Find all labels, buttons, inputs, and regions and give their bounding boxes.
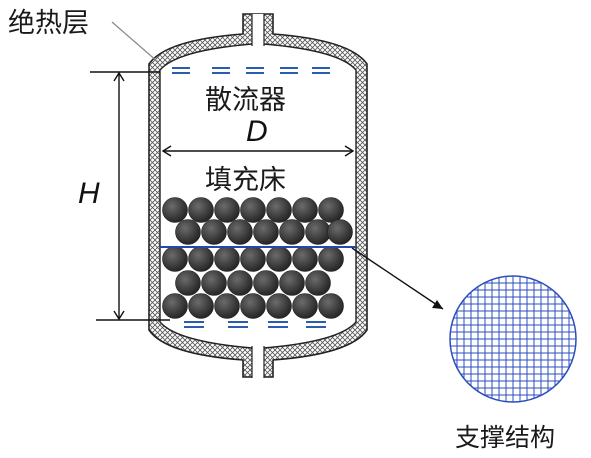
sphere-packing-icon <box>253 270 279 296</box>
distributor-label: 散流器 <box>205 85 286 116</box>
sphere-packing-icon <box>266 197 292 223</box>
sphere-packing-icon <box>188 197 214 223</box>
sphere-packing-icon <box>327 219 353 245</box>
packed-spheres <box>162 197 353 319</box>
sphere-packing-icon <box>253 219 279 245</box>
sphere-packing-icon <box>266 246 292 272</box>
diameter-label: D <box>246 115 268 148</box>
sphere-packing-icon <box>292 246 318 272</box>
sphere-packing-icon <box>292 197 318 223</box>
sphere-packing-icon <box>188 246 214 272</box>
insulation-label: 绝热层 <box>8 8 89 39</box>
wire-mesh-icon <box>449 275 577 403</box>
insulation-leader <box>111 21 159 63</box>
sphere-packing-icon <box>162 246 188 272</box>
support-arrowhead <box>432 300 443 309</box>
inlet-pipe <box>252 14 264 46</box>
diameter-dimension <box>161 145 355 157</box>
sphere-packing-icon <box>175 219 201 245</box>
sphere-packing-icon <box>318 197 344 223</box>
height-dimension <box>90 71 170 321</box>
sphere-packing-icon <box>318 293 344 319</box>
sphere-packing-icon <box>305 219 331 245</box>
sphere-packing-icon <box>305 270 331 296</box>
sphere-packing-icon <box>240 197 266 223</box>
sphere-packing-icon <box>214 293 240 319</box>
sphere-packing-icon <box>240 293 266 319</box>
sphere-packing-icon <box>214 246 240 272</box>
sphere-packing-icon <box>266 293 292 319</box>
support-label: 支撑结构 <box>455 423 555 452</box>
sphere-packing-icon <box>292 293 318 319</box>
sphere-packing-icon <box>162 293 188 319</box>
bottom-distributor <box>184 321 326 328</box>
sphere-packing-icon <box>162 197 188 223</box>
sphere-packing-icon <box>318 246 344 272</box>
support-arrow <box>351 247 444 310</box>
sphere-packing-icon <box>175 270 201 296</box>
outlet-pipe <box>252 346 264 378</box>
sphere-packing-icon <box>240 246 266 272</box>
top-distributor <box>172 67 330 74</box>
sphere-packing-icon <box>227 270 253 296</box>
height-label: H <box>78 177 100 210</box>
sphere-packing-icon <box>279 219 305 245</box>
sphere-packing-icon <box>214 197 240 223</box>
sphere-packing-icon <box>201 219 227 245</box>
sphere-packing-icon <box>201 270 227 296</box>
sphere-packing-icon <box>227 219 253 245</box>
sphere-packing-icon <box>279 270 305 296</box>
packed-bed-label: 填充床 <box>205 165 286 196</box>
sphere-packing-icon <box>188 293 214 319</box>
